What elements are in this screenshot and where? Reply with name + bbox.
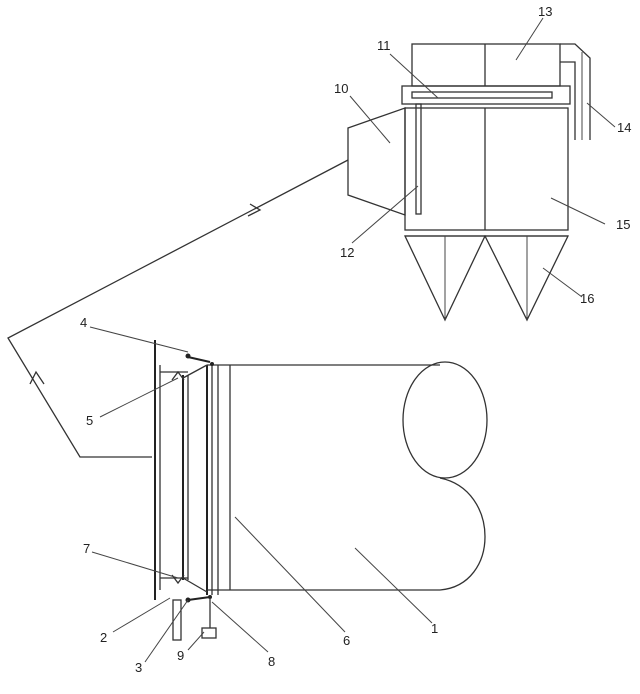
callout-1: 1 xyxy=(431,621,438,636)
leader-11 xyxy=(389,53,439,99)
callout-16: 16 xyxy=(580,291,594,306)
callout-5: 5 xyxy=(86,413,93,428)
callout-2: 2 xyxy=(100,630,107,645)
leader-13 xyxy=(515,17,544,61)
leader-14 xyxy=(586,102,616,128)
callout-15: 15 xyxy=(616,217,630,232)
callout-9: 9 xyxy=(177,648,184,663)
leader-15 xyxy=(550,197,606,225)
inlet-box xyxy=(347,107,406,216)
flow-arrow-upper xyxy=(247,203,262,217)
leader-10 xyxy=(349,95,391,144)
leader-16 xyxy=(542,267,583,298)
callout-6: 6 xyxy=(343,633,350,648)
callout-7: 7 xyxy=(83,541,90,556)
leader-7 xyxy=(91,551,179,579)
leader-5 xyxy=(99,377,179,418)
leader-lines xyxy=(89,17,616,663)
leader-8 xyxy=(211,601,269,653)
drum-end-lower xyxy=(439,477,486,591)
callout-labels: 1 2 3 4 5 6 7 8 9 10 11 12 13 14 15 16 xyxy=(80,4,631,675)
callout-4: 4 xyxy=(80,315,87,330)
bag-filter xyxy=(347,43,591,322)
leader-6 xyxy=(234,516,346,633)
callout-14: 14 xyxy=(617,120,631,135)
leader-3 xyxy=(144,599,189,663)
leader-9 xyxy=(187,631,205,651)
callout-10: 10 xyxy=(334,81,348,96)
flow-arrow-left xyxy=(29,370,45,385)
leader-4 xyxy=(89,326,189,353)
leader-12 xyxy=(351,185,419,244)
duct-line xyxy=(7,159,349,458)
main-housing xyxy=(404,107,569,231)
callout-3: 3 xyxy=(135,660,142,675)
hood-assembly xyxy=(154,340,230,641)
callout-8: 8 xyxy=(268,654,275,669)
callout-13: 13 xyxy=(538,4,552,19)
drum-body xyxy=(229,361,488,591)
leader-2 xyxy=(112,597,171,633)
drum-end-upper xyxy=(402,361,488,479)
leader-1 xyxy=(354,547,433,624)
flow-duct xyxy=(7,159,349,458)
callout-12: 12 xyxy=(340,245,354,260)
callout-11: 11 xyxy=(377,38,391,53)
